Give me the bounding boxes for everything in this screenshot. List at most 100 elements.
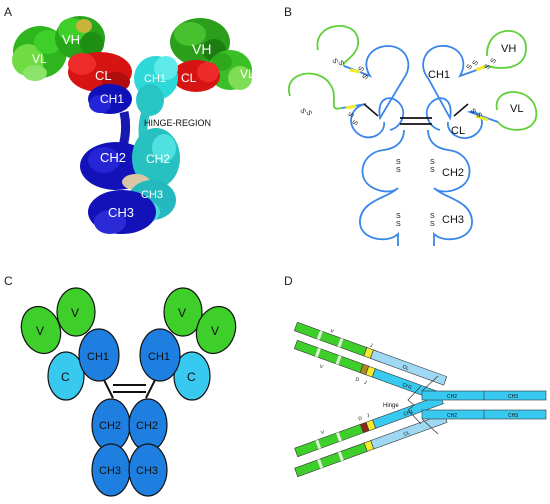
- label-ch2-right: CH2: [146, 152, 170, 166]
- label-d-cl: CL: [403, 430, 411, 438]
- c-domain-left: [47, 351, 85, 401]
- heavy-chain-left-lower: [359, 129, 405, 246]
- label-b-ch3: CH3: [442, 214, 464, 226]
- s-label: S: [396, 159, 401, 166]
- label-d-d: D: [354, 377, 360, 384]
- label-ch3-right: CH3: [141, 189, 163, 201]
- label-d-ch3: CH3: [508, 394, 518, 400]
- s-label: S: [474, 112, 483, 120]
- label-d-ch3: CH3: [508, 413, 518, 419]
- panel-d: D CL V J CH1 V D J: [284, 274, 547, 478]
- label-ch1-right: CH1: [144, 73, 166, 85]
- panel-c: C V V V V C C: [4, 274, 237, 497]
- panel-a-letter: A: [4, 5, 12, 19]
- label-c-ch1: CH1: [148, 351, 170, 363]
- label-cl-right: CL: [181, 71, 197, 85]
- panel-b-letter: B: [284, 5, 292, 19]
- v-domain-right-inner: [195, 305, 237, 355]
- label-d-d: D: [358, 415, 364, 422]
- label-cl-left: CL: [95, 68, 112, 83]
- label-c-c: C: [187, 370, 196, 384]
- panel-c-letter: C: [4, 274, 13, 288]
- label-c-v: V: [71, 306, 79, 320]
- heavy-chain-right-upper: [422, 45, 489, 131]
- ch3-domain-right: [128, 443, 168, 497]
- label-d-v: V: [320, 429, 326, 436]
- light-chain-bottom: CL: [294, 413, 448, 478]
- label-vl-right: VL: [240, 67, 255, 81]
- cdr-mark-3: [475, 64, 487, 72]
- label-vh-left: VH: [62, 32, 80, 47]
- label-d-j: J: [366, 413, 371, 420]
- intrachain-link-left: [363, 103, 379, 117]
- label-c-ch2: CH2: [136, 420, 158, 432]
- s-label: S: [430, 221, 435, 228]
- s-label: S: [336, 60, 345, 68]
- v-domain-right-outer: [163, 287, 203, 337]
- s-label: S: [484, 63, 493, 71]
- label-b-cl: CL: [451, 125, 465, 137]
- s-label: S: [490, 57, 499, 65]
- intrachain-link-right: [453, 103, 469, 117]
- s-label: S: [304, 110, 313, 118]
- label-d-v: V: [319, 364, 325, 371]
- label-hinge-region: HINGE-REGION: [144, 118, 211, 128]
- vl-loop-left: [287, 72, 343, 110]
- cl-left-domain: [68, 52, 132, 92]
- hinge-link-top: [421, 375, 439, 392]
- s-label: S: [396, 167, 401, 174]
- cdr-mark-1: [349, 68, 361, 74]
- label-c-v: V: [211, 324, 219, 338]
- ch2-right-domain: [132, 128, 180, 188]
- label-d-j: J: [363, 380, 368, 387]
- cdr-mark-2: [345, 104, 357, 110]
- label-d-ch2: CH2: [447, 394, 457, 400]
- label-d-ch2: CH2: [447, 413, 457, 419]
- v-domain-left-inner: [20, 305, 62, 355]
- hinge-link-right: [145, 379, 156, 399]
- label-c-ch2: CH2: [99, 420, 121, 432]
- label-c-c: C: [61, 370, 70, 384]
- s-label: S: [468, 108, 477, 116]
- label-d-j: J: [369, 343, 374, 350]
- vh-loop-right: [486, 30, 527, 69]
- s-label: S: [472, 59, 481, 67]
- label-ch3-left: CH3: [108, 205, 134, 220]
- fc-bar-lower: CH2 CH3: [421, 409, 547, 420]
- ch3-left-domain: [88, 190, 156, 234]
- hinge-link-bottom: [421, 418, 439, 435]
- panel-b: B: [284, 5, 537, 246]
- c-domain-right: [173, 351, 211, 401]
- panel-d-letter: D: [284, 274, 293, 288]
- label-c-ch3: CH3: [136, 465, 158, 477]
- label-b-vh: VH: [501, 43, 516, 55]
- vh-loop-left: [316, 25, 359, 67]
- label-b-ch2: CH2: [442, 167, 464, 179]
- hinge-link-left: [103, 379, 114, 399]
- label-d-cl: CL: [401, 364, 409, 372]
- s-label: S: [430, 213, 435, 220]
- s-label: S: [430, 159, 435, 166]
- s-label: S: [396, 213, 401, 220]
- ch1-right-domain: [134, 56, 178, 116]
- cdr-mark-4: [475, 114, 489, 122]
- s-label: S: [396, 221, 401, 228]
- hinge-connector: [407, 385, 422, 425]
- s-label: S: [358, 65, 367, 73]
- light-chain-top: CL V J: [293, 321, 448, 386]
- s-label: S: [466, 63, 475, 71]
- label-c-ch1: CH1: [87, 351, 109, 363]
- label-c-v: V: [36, 324, 44, 338]
- label-ch1-left: CH1: [100, 92, 124, 106]
- light-chain-left: [341, 103, 385, 139]
- label-c-ch3: CH3: [99, 465, 121, 477]
- ch1-left-domain: [88, 84, 132, 114]
- label-ch2-left: CH2: [100, 150, 126, 165]
- s-label: S: [362, 73, 371, 81]
- heavy-chain-right-lower: [427, 129, 473, 246]
- s-label: S: [348, 111, 357, 119]
- s-label: S: [298, 108, 307, 116]
- vl-loop-right: [495, 91, 537, 131]
- s-label: S: [330, 58, 339, 66]
